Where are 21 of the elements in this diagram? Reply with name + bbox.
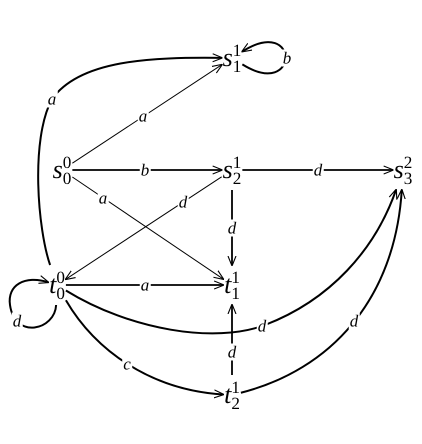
edge-label: d [226, 344, 238, 360]
edge-label: d [348, 312, 360, 330]
edge-label: d [256, 318, 268, 334]
arrow [65, 188, 398, 334]
loop-arrow [8, 276, 58, 328]
arrow [65, 300, 225, 398]
edge-label: d [312, 162, 324, 178]
arrow [242, 165, 394, 175]
edge-label: d [178, 194, 188, 210]
edge-label: b [282, 50, 292, 66]
edge-label: d [12, 312, 22, 330]
arrow [72, 165, 224, 175]
arrow [66, 280, 225, 290]
edge-label: a [46, 90, 58, 108]
arrow [227, 303, 237, 375]
arrow [72, 64, 224, 164]
edge-label: d [226, 220, 238, 236]
edge-label: b [140, 162, 150, 178]
arrow [227, 190, 237, 267]
arrow [240, 188, 406, 394]
arrow [37, 53, 224, 266]
